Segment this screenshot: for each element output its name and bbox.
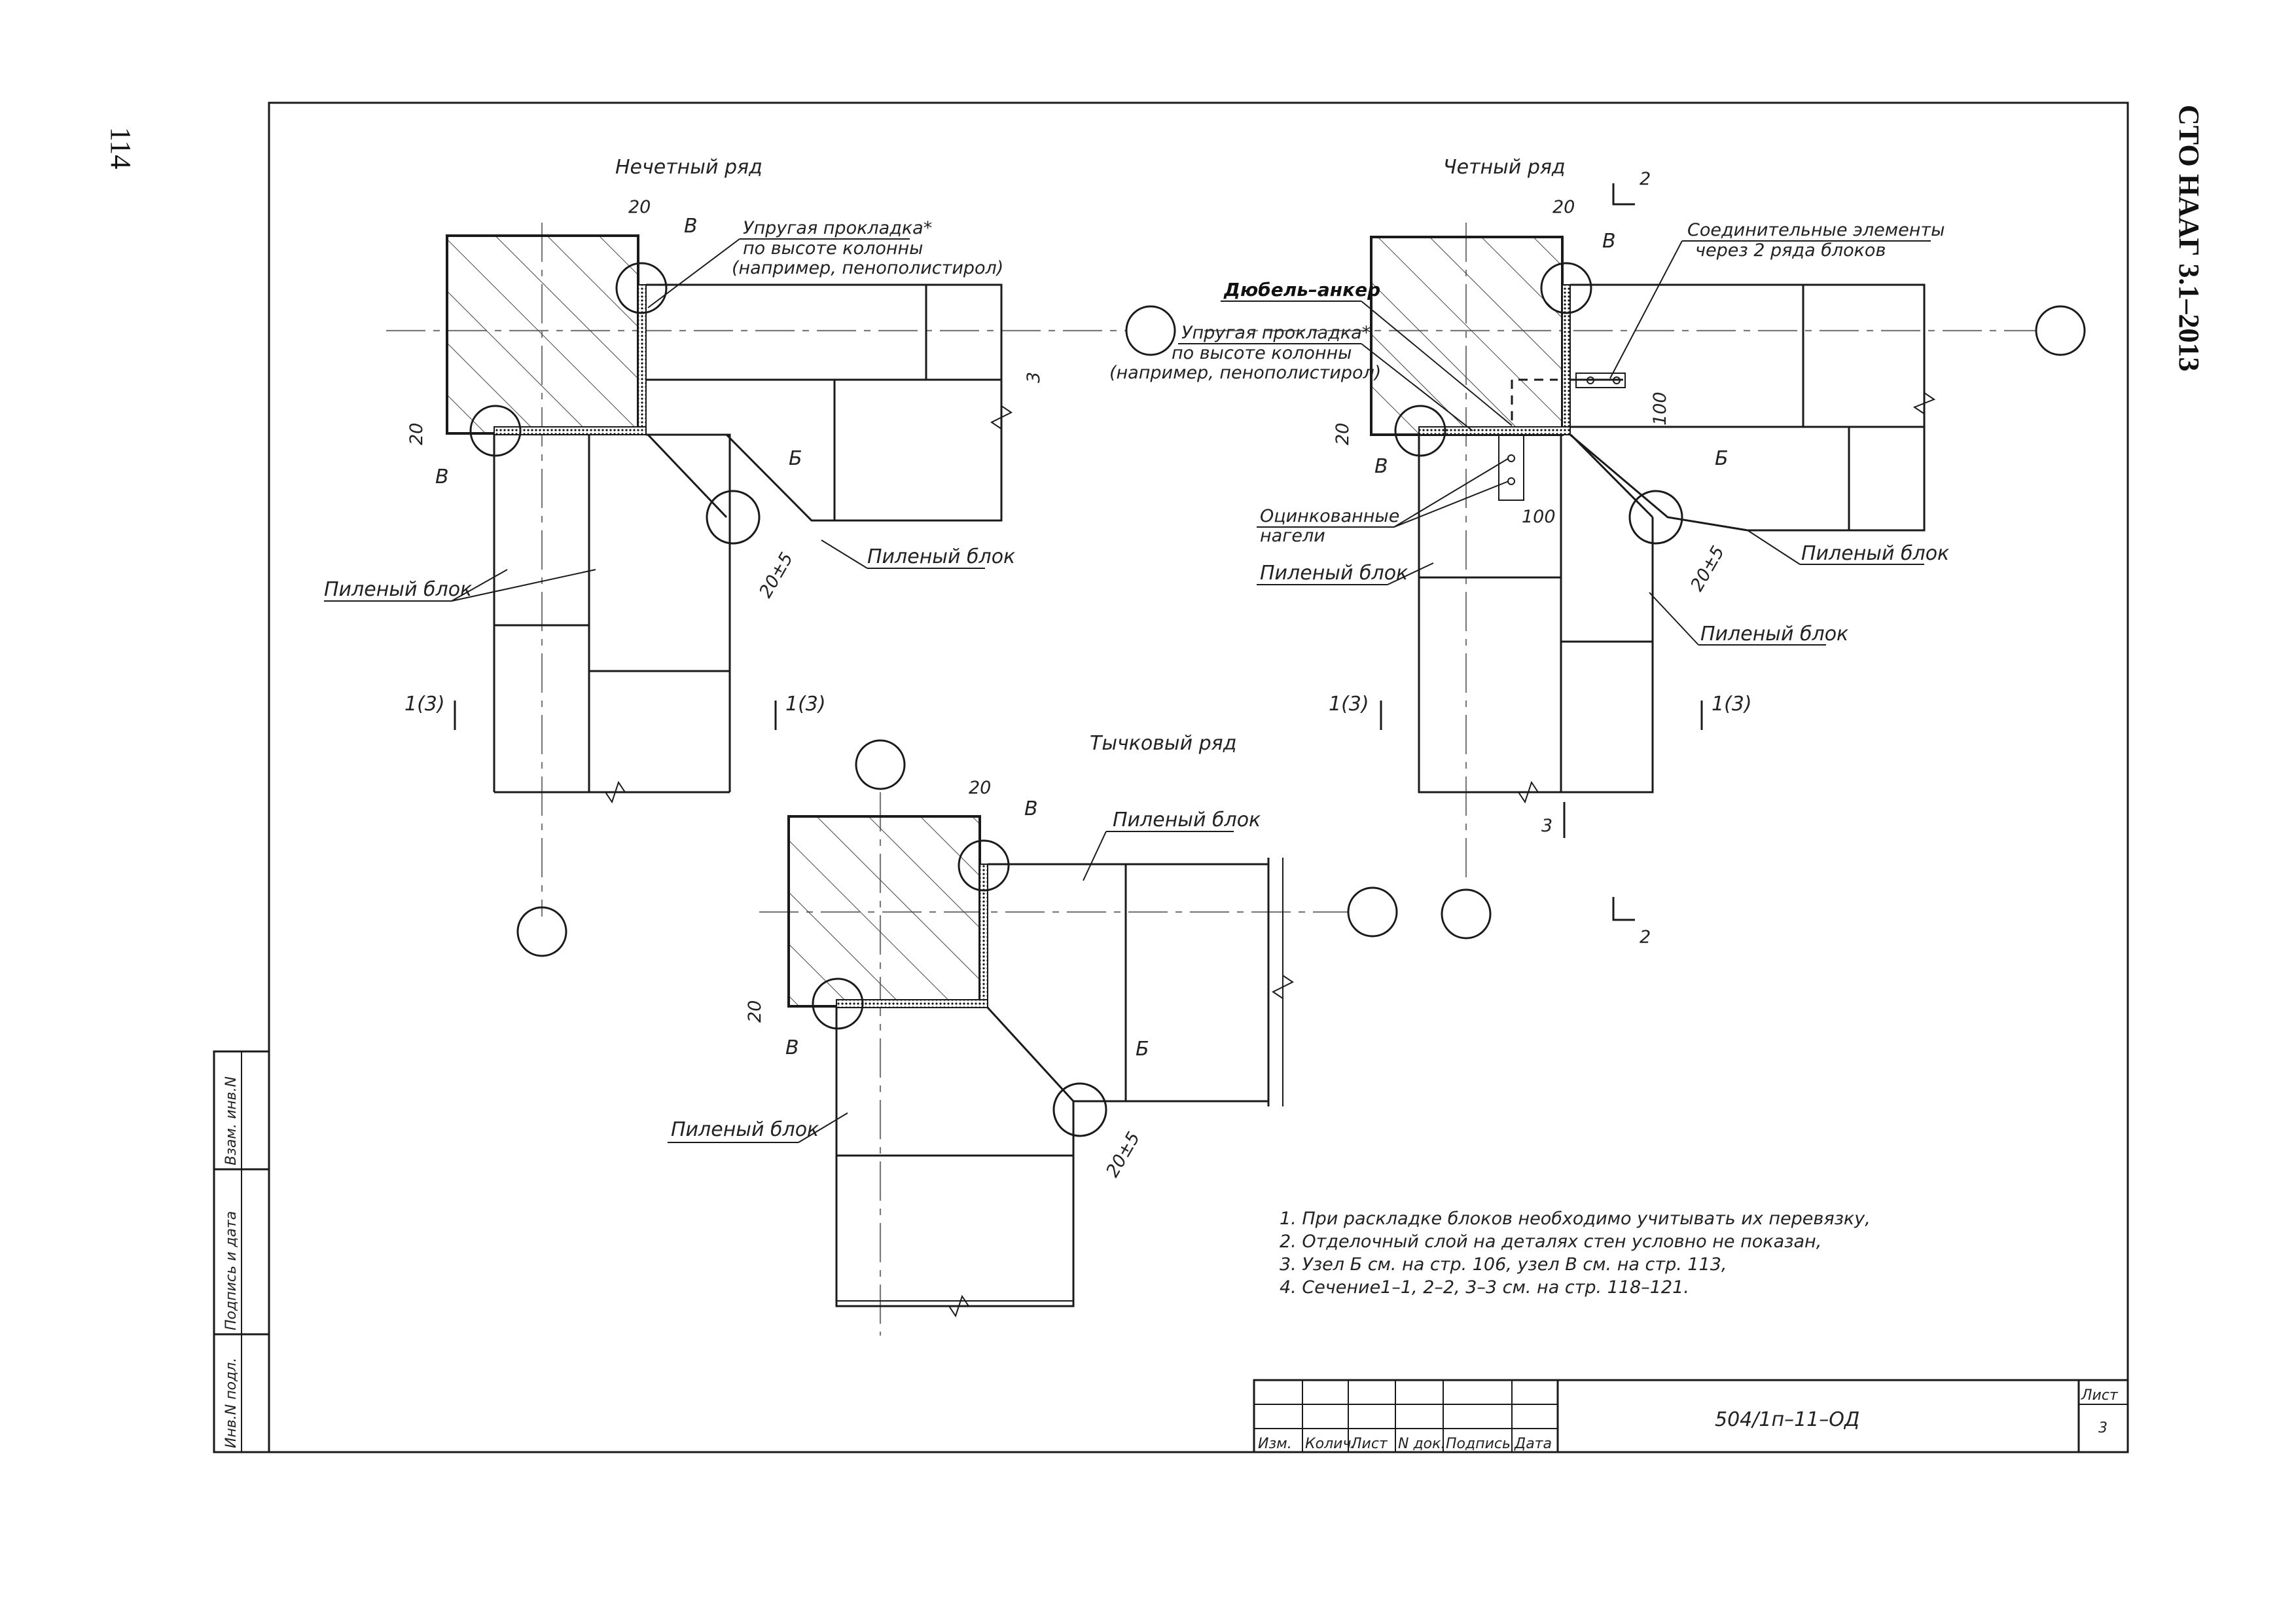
stamp-inv-podl: Инв.N подл. xyxy=(223,1358,240,1448)
connectors-label-1: Соединительные элементы xyxy=(1687,220,1945,240)
stamp-signature-date: Подпись и дата xyxy=(223,1211,240,1330)
dim-20: 20 xyxy=(1333,423,1353,445)
header-row-title: Тычковый ряд xyxy=(1090,732,1236,755)
dim-20: 20 xyxy=(745,1000,765,1023)
section-1-3: 1(3) xyxy=(785,693,826,716)
tb-col-podpis: Подпись xyxy=(1446,1436,1511,1452)
axis-marker xyxy=(1441,888,1492,939)
node-v-label: В xyxy=(1602,230,1616,253)
tb-col-data: Дата xyxy=(1514,1436,1552,1452)
pad-label-1: Упругая прокладка* xyxy=(1181,323,1371,343)
section-2: 2 xyxy=(1640,169,1651,189)
dim-20: 20 xyxy=(406,423,427,445)
pad-label-3: (например, пенополистирол) xyxy=(732,258,1003,278)
tb-col-list: Лист xyxy=(1350,1436,1388,1452)
dim-3: 3 xyxy=(1024,372,1044,383)
notes: 1. При раскладке блоков необходимо учиты… xyxy=(1280,1209,1871,1298)
node-v-label: В xyxy=(435,465,449,488)
note-4: 4. Сечение1–1, 2–2, 3–3 см. на стр. 118–… xyxy=(1280,1277,1689,1298)
doc-code: 504/1п–11–ОД xyxy=(1715,1408,1859,1431)
axis-marker xyxy=(855,739,906,790)
odd-row-view: Нечетный ряд В В Б 20 20 xyxy=(324,156,1176,957)
header-row-view: Тычковый ряд В В Б 20 20 20±5 Пиленый бл… xyxy=(668,732,1398,1336)
dim-20-5: 20±5 xyxy=(1687,543,1729,595)
note-3: 3. Узел Б см. на стр. 106, узел В см. на… xyxy=(1280,1254,1727,1275)
page-number: 114 xyxy=(105,127,137,169)
elastic-pad xyxy=(493,426,647,435)
axis-marker xyxy=(2035,305,2086,356)
column xyxy=(446,234,639,435)
tb-col-kolich: Колич. xyxy=(1305,1436,1355,1452)
node-v-label: В xyxy=(1374,455,1388,478)
nails-label-2: нагели xyxy=(1260,526,1325,546)
section-1-3: 1(3) xyxy=(1329,693,1369,716)
node-b-label: Б xyxy=(1715,447,1729,470)
section-1-3: 1(3) xyxy=(404,693,445,716)
sheet-label: Лист xyxy=(2081,1387,2119,1404)
node-v-label: В xyxy=(785,1036,799,1059)
sawn-block-label: Пиленый блок xyxy=(1113,809,1261,831)
axis-marker xyxy=(1347,886,1398,938)
pad-label-3: (например, пенополистирол) xyxy=(1109,363,1381,383)
section-2: 2 xyxy=(1640,927,1651,947)
node-b-label: Б xyxy=(1136,1038,1149,1061)
dowel-anchor-label: Дюбель–анкер xyxy=(1223,279,1380,301)
pad-label-2: по высоте колонны xyxy=(743,238,924,259)
elastic-pad xyxy=(1562,284,1571,435)
odd-row-title: Нечетный ряд xyxy=(615,156,762,179)
dim-20: 20 xyxy=(969,778,991,798)
tb-col-ndok: N док. xyxy=(1398,1436,1445,1452)
title-block: Изм. Колич. Лист N док. Подпись Дата 504… xyxy=(1253,1379,2129,1453)
note-2: 2. Отделочный слой на деталях стен услов… xyxy=(1280,1231,1821,1252)
note-1: 1. При раскладке блоков необходимо учиты… xyxy=(1280,1209,1871,1229)
column xyxy=(1370,236,1564,436)
sheet-number: 3 xyxy=(2098,1420,2108,1436)
dim-100: 100 xyxy=(1650,392,1670,426)
node-b-label: Б xyxy=(789,447,802,470)
stamp-vzam-inv: Взам. инв.N xyxy=(223,1076,240,1165)
standard-code: СТО НААГ 3.1–2013 xyxy=(2173,105,2205,372)
sawn-block-label: Пиленый блок xyxy=(324,578,472,601)
tb-col-izm: Изм. xyxy=(1258,1436,1292,1452)
elastic-pad xyxy=(1418,426,1571,435)
sheet-frame xyxy=(268,101,2129,1453)
node-v-label: В xyxy=(1024,797,1038,820)
nails-label-1: Оцинкованные xyxy=(1260,506,1399,526)
sawn-block-label: Пиленый блок xyxy=(867,545,1015,568)
even-row-title: Четный ряд xyxy=(1443,156,1566,179)
elastic-pad xyxy=(979,864,988,1007)
section-3: 3 xyxy=(1541,816,1552,836)
dim-20: 20 xyxy=(1552,197,1575,217)
column xyxy=(787,815,981,1008)
section-1-3: 1(3) xyxy=(1712,693,1752,716)
connectors-label-2: через 2 ряда блоков xyxy=(1695,240,1886,261)
sawn-block-label: Пиленый блок xyxy=(1700,623,1848,646)
pad-label-2: по высоте колонны xyxy=(1172,343,1352,363)
sawn-block-label: Пиленый блок xyxy=(1260,562,1408,585)
side-stamp: Инв.N подл. Подпись и дата Взам. инв.N xyxy=(213,1050,270,1453)
dim-20: 20 xyxy=(628,197,651,217)
node-v-label: В xyxy=(684,215,698,238)
dim-100: 100 xyxy=(1522,507,1556,527)
sawn-block-label: Пиленый блок xyxy=(1801,542,1949,565)
axis-marker xyxy=(1125,305,1176,356)
dim-20-5: 20±5 xyxy=(1102,1129,1144,1181)
elastic-pad xyxy=(637,284,647,434)
even-row-view: Четный ряд В В Б 20 xyxy=(1109,156,2086,947)
elastic-pad xyxy=(836,999,988,1008)
dim-20-5: 20±5 xyxy=(755,549,797,602)
pad-label-1: Упругая прокладка* xyxy=(743,218,932,238)
axis-marker xyxy=(516,906,567,957)
sawn-block-label: Пиленый блок xyxy=(671,1118,819,1141)
